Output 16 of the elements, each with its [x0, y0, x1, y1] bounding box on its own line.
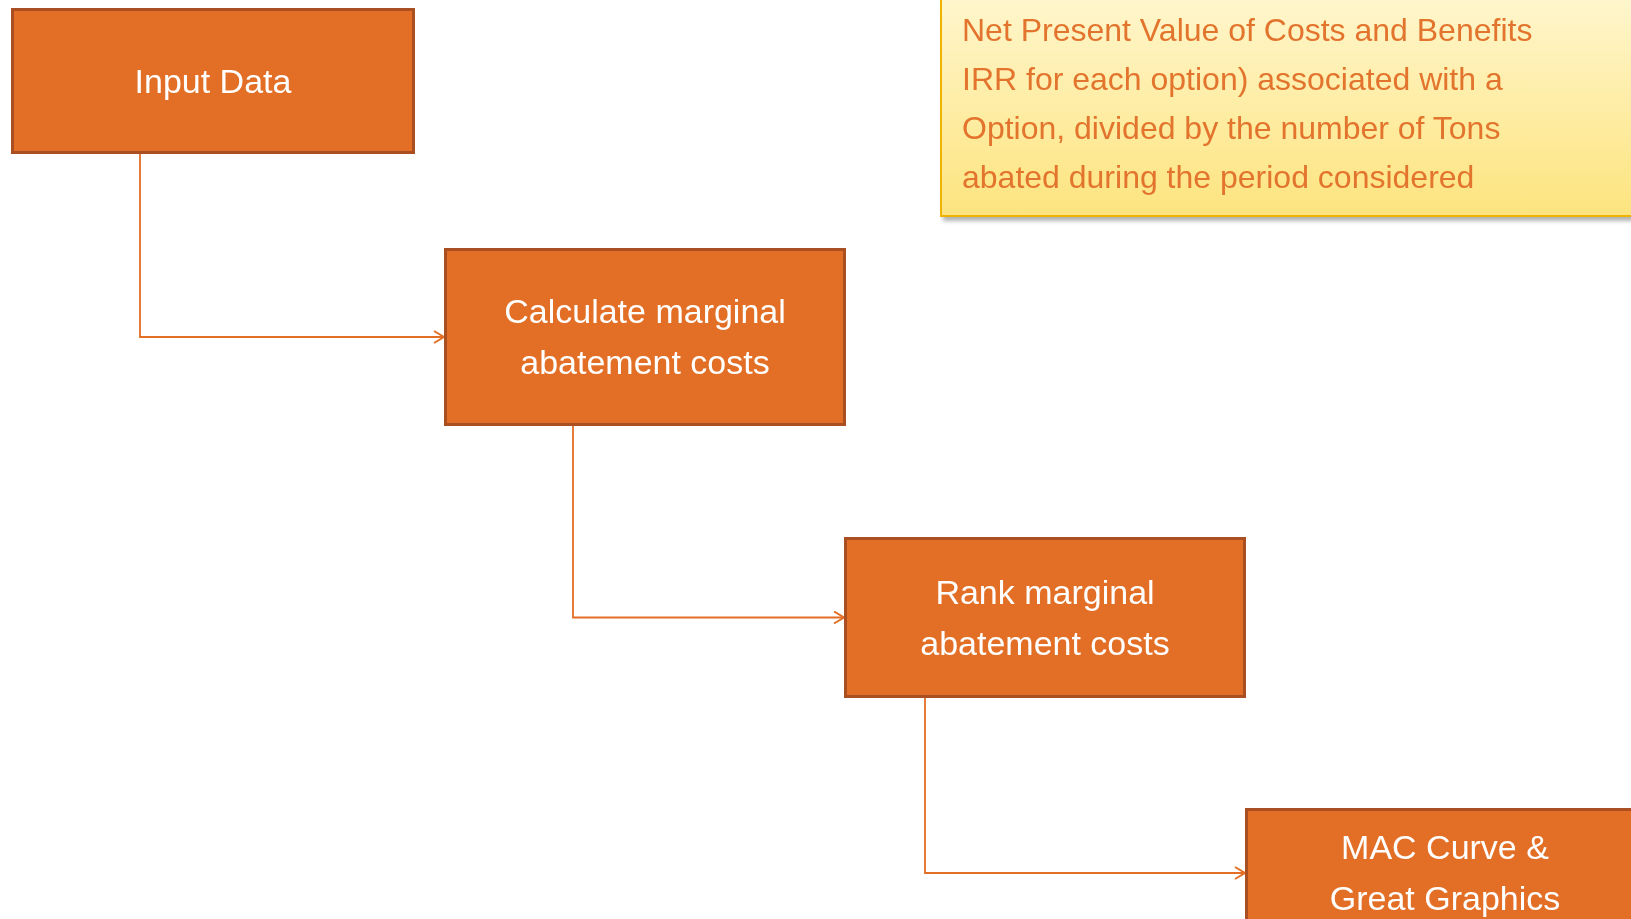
process-box — [1245, 808, 1631, 919]
note-text: IRR for each option) associated with a — [962, 60, 1503, 99]
note-box — [940, 0, 1631, 217]
process-box — [844, 537, 1246, 698]
note-text: abated during the period considered — [962, 158, 1475, 197]
process-box — [11, 8, 415, 154]
note-text: Net Present Value of Costs and Benefits — [962, 11, 1533, 50]
process-box — [444, 248, 846, 426]
step-label: Calculate marginal abatement costs — [503, 291, 787, 383]
note-text: Option, divided by the number of Tons — [962, 109, 1501, 148]
step-label: Input Data — [134, 60, 292, 102]
step-label: MAC Curve & Great Graphics — [1328, 827, 1562, 919]
connector-arrow — [572, 425, 845, 625]
step-label: Rank marginal abatement costs — [919, 571, 1171, 664]
connector-arrow — [924, 697, 1246, 880]
connector-arrow — [139, 153, 445, 344]
